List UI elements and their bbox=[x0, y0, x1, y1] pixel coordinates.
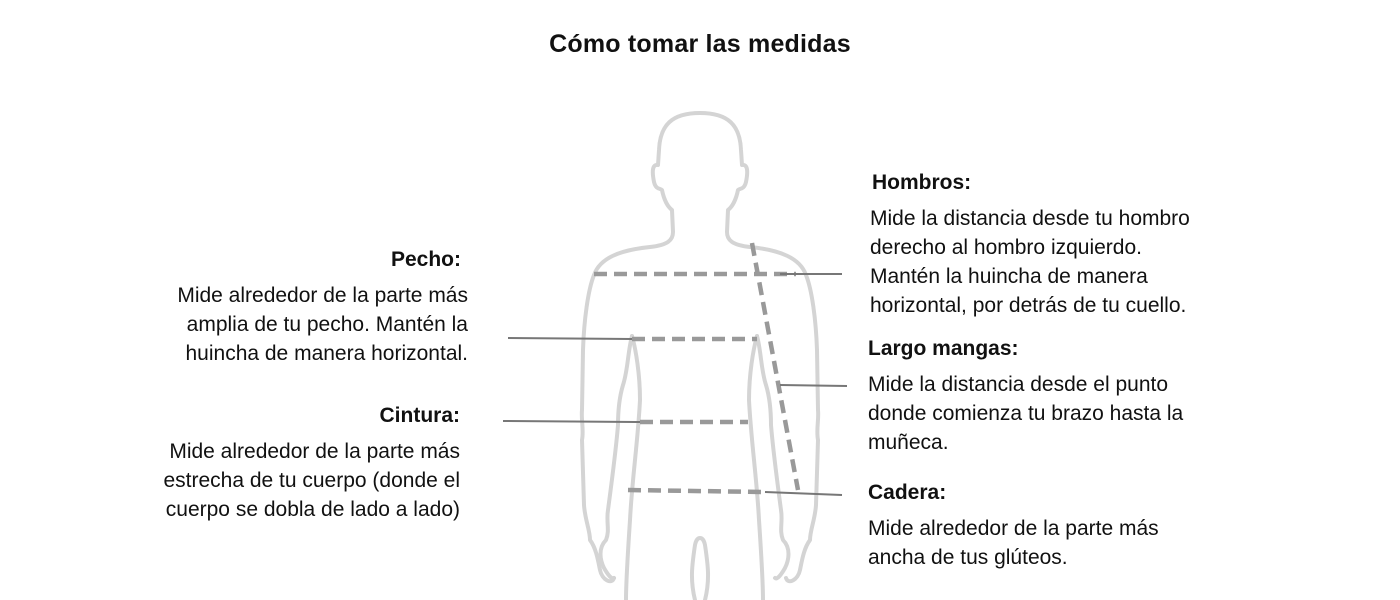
leader-pecho bbox=[507, 337, 633, 340]
measurement-cintura: Cintura: Mide alrededor de la parte más … bbox=[100, 403, 460, 524]
cintura-label: Cintura: bbox=[379, 404, 461, 427]
pecho-label: Pecho: bbox=[390, 248, 461, 271]
cadera-label: Cadera: bbox=[868, 481, 947, 504]
largo-mangas-label: Largo mangas: bbox=[868, 337, 1019, 360]
cadera-description: Mide alrededor de la parte más ancha de … bbox=[868, 517, 1159, 569]
leader-lines bbox=[502, 273, 848, 496]
measurement-largo-mangas: Largo mangas: Mide la distancia desde el… bbox=[868, 336, 1268, 457]
leader-largo-mangas bbox=[779, 384, 848, 387]
pecho-description: Mide alrededor de la parte más amplia de… bbox=[177, 284, 468, 365]
measurement-cadera: Cadera: Mide alrededor de la parte más a… bbox=[868, 480, 1268, 572]
sleeve-dash bbox=[749, 242, 801, 491]
largo-mangas-description: Mide la distancia desde el punto donde c… bbox=[868, 373, 1184, 454]
hombros-description: Mide la distancia desde tu hombro derech… bbox=[870, 207, 1190, 317]
measurement-pecho: Pecho: Mide alrededor de la parte más am… bbox=[108, 247, 468, 368]
measurement-hombros: Hombros: Mide la distancia desde tu homb… bbox=[870, 170, 1270, 320]
leader-cintura bbox=[502, 420, 641, 423]
hombros-label: Hombros: bbox=[872, 171, 972, 194]
page-title: Cómo tomar las medidas bbox=[549, 30, 851, 58]
cintura-description: Mide alrededor de la parte más estrecha … bbox=[163, 440, 460, 521]
hip-dash bbox=[627, 487, 766, 495]
leader-cadera bbox=[764, 491, 843, 496]
measurement-dashes bbox=[594, 242, 801, 495]
body-outline-icon bbox=[579, 111, 821, 600]
